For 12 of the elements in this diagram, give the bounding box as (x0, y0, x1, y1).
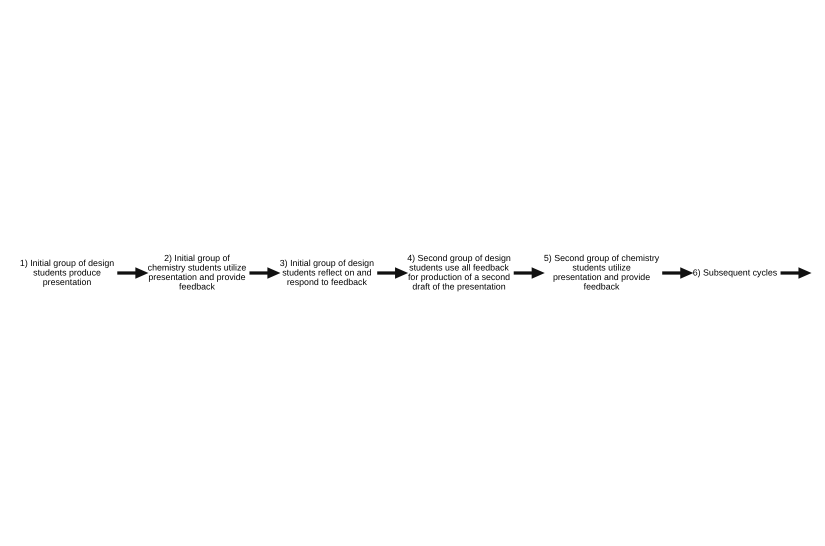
arrow (249, 267, 280, 279)
node-text: 3) Initial group of design students reflect on and respond to feedback (280, 258, 374, 287)
node-text: 5) Second group of chemistry students utilize presentation and provide feedback (544, 253, 660, 292)
node-text: 6) Subsequent cycles (692, 267, 778, 278)
arrow (780, 267, 812, 279)
arrow (662, 267, 694, 279)
node-text: 4) Second group of design students use all feedback for production of a second draft of the presentation (407, 253, 511, 292)
node-text: 1) Initial group of design students produce presentation (20, 258, 114, 287)
arrow (117, 267, 148, 279)
arrow (377, 267, 408, 279)
arrow (514, 267, 545, 279)
node-text: 2) Initial group of chemistry students utilize presentation and provide feedback (148, 253, 246, 292)
